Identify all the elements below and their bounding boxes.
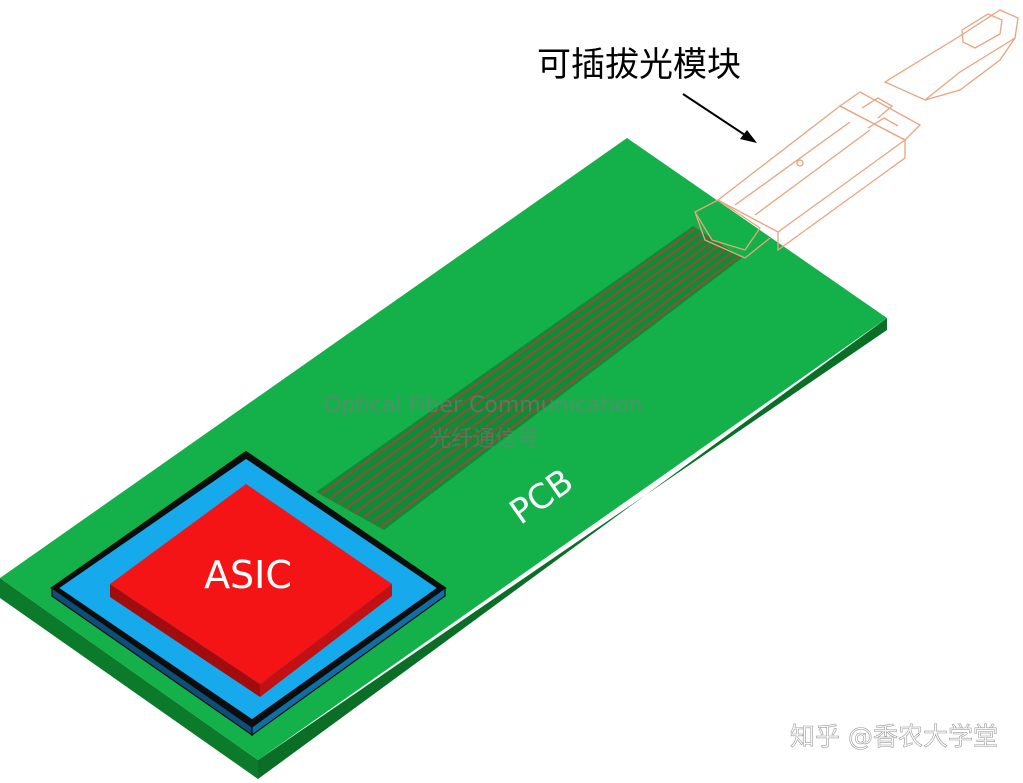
module-pull-tab-edge	[924, 37, 1016, 101]
signal-trace	[362, 247, 728, 519]
module-pull-tab	[883, 9, 1019, 101]
signal-trace	[345, 239, 715, 510]
module-cage-edge	[694, 211, 771, 259]
signal-trace	[370, 251, 734, 524]
module-body-side	[777, 140, 906, 252]
signal-trace	[319, 227, 697, 496]
module-latch	[838, 91, 922, 141]
pcb-side-left	[0, 578, 258, 779]
optical-module	[694, 9, 1019, 259]
callout-arrow-head	[740, 130, 757, 143]
module-screw	[796, 159, 804, 167]
module-pull-tab-hole	[961, 13, 1003, 49]
credit-watermark: 知乎 @香农大学堂	[790, 722, 998, 751]
module-connector-ridges	[861, 97, 894, 119]
asic-top	[110, 484, 392, 684]
asic-side-right	[260, 584, 392, 697]
module-label: 可插拔光模块	[537, 45, 741, 85]
module-connector-ridges-2	[867, 117, 899, 129]
signal-trace	[328, 231, 703, 500]
module-body-line-2	[754, 129, 871, 216]
module-cage-front	[694, 199, 761, 251]
signal-trace	[353, 243, 722, 515]
signal-trace	[336, 235, 709, 505]
substrate-side-right	[251, 586, 446, 737]
module-callout: 可插拔光模块	[537, 45, 757, 143]
signal-trace	[379, 255, 740, 529]
asic-side-left	[110, 584, 260, 697]
watermark-line1: Optical Fiber Communication	[324, 393, 643, 418]
asic-label: ASIC	[204, 553, 292, 597]
signal-traces	[316, 226, 742, 530]
callout-arrow-line	[682, 93, 749, 138]
pcb-side-right	[258, 318, 887, 779]
trace-band	[316, 226, 742, 530]
module-body-line	[734, 121, 851, 206]
asic-die: ASIC	[110, 484, 392, 697]
watermark-line2: 光纤通信号	[429, 427, 539, 452]
